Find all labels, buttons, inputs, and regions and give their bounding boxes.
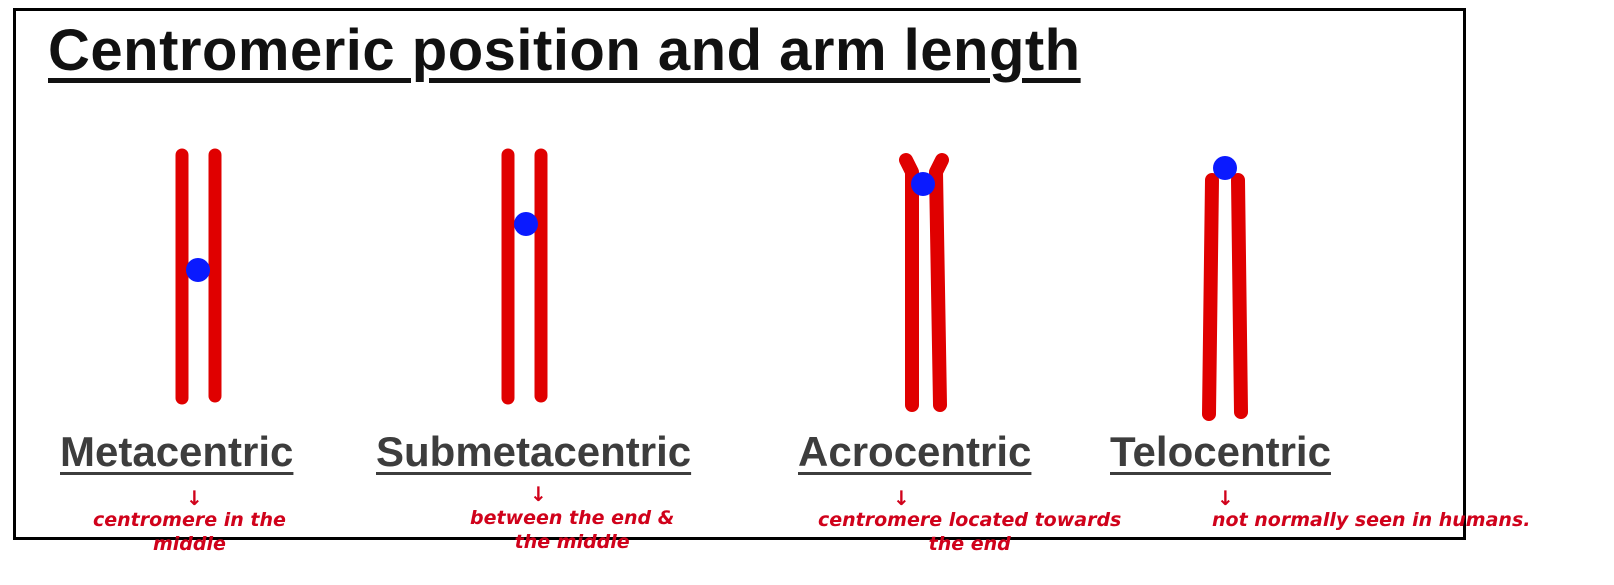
telocentric-centromere [1213,156,1237,180]
annotation-telocentric: not normally seen in humans. [1212,509,1531,531]
acrocentric-chromatid-left [899,153,919,412]
label-metacentric: Metacentric [60,428,294,475]
acrocentric-chromosome [899,153,949,412]
annotation-submetacentric: between the end & the middle [470,507,675,553]
submetacentric-centromere [514,212,538,236]
annotation-metacentric: centromere in the middle [93,509,286,555]
submetacentric-chromosome [501,148,548,405]
label-acrocentric: Acrocentric [798,428,1032,475]
metacentric-centromere [186,258,210,282]
telocentric-chromosome [1202,156,1248,421]
label-submetacentric: Submetacentric [376,428,692,475]
annotation-arrow-metacentric: ↓ [186,486,203,510]
diagram-title: Centromeric position and arm length [48,18,1081,83]
annotation-arrow-acrocentric: ↓ [893,486,910,510]
annotation-arrow-submetacentric: ↓ [530,482,547,506]
annotation-arrow-telocentric: ↓ [1217,486,1234,510]
diagram-frame [13,8,1466,540]
acrocentric-chromatid-right [929,153,949,412]
telocentric-chromatid-right [1231,173,1248,419]
metacentric-chromosome [175,148,222,405]
telocentric-chromatid-left [1202,173,1219,421]
acrocentric-centromere [911,172,935,196]
annotation-acrocentric: centromere located towards the end [818,509,1122,555]
label-telocentric: Telocentric [1110,428,1331,475]
